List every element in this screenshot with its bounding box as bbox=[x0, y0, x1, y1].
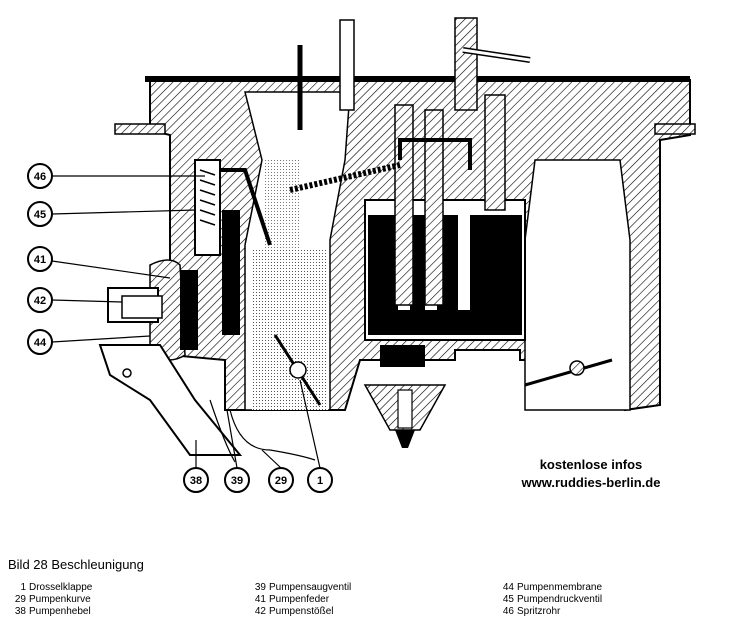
callout-38: 38 bbox=[183, 467, 209, 493]
legend-item-number: 29 bbox=[14, 594, 26, 605]
legend-item-number: 44 bbox=[502, 582, 514, 593]
legend-item-label: Pumpendruckventil bbox=[517, 594, 603, 605]
legend-item-label: Pumpenfeder bbox=[269, 594, 330, 605]
svg-text:39: 39 bbox=[231, 475, 243, 487]
callout-39: 39 bbox=[224, 467, 250, 493]
legend-item-number: 39 bbox=[254, 582, 266, 593]
legend-item-number: 38 bbox=[14, 606, 26, 617]
figure-caption: Bild 28 Beschleunigung bbox=[8, 557, 144, 572]
callout-42: 42 bbox=[27, 287, 53, 313]
svg-text:38: 38 bbox=[190, 475, 202, 487]
pump-curve-lines bbox=[209, 399, 316, 463]
accelerator-pump bbox=[107, 159, 240, 361]
legend-item-label: Pumpenkurve bbox=[29, 594, 91, 605]
svg-text:44: 44 bbox=[34, 337, 47, 349]
legend-item-label: Pumpensaugventil bbox=[269, 582, 352, 593]
float-chamber bbox=[364, 199, 526, 341]
svg-text:1: 1 bbox=[317, 475, 323, 487]
legend-item-number: 1 bbox=[20, 582, 26, 593]
callout-44: 44 bbox=[27, 329, 53, 355]
callout-45: 45 bbox=[27, 201, 53, 227]
svg-text:46: 46 bbox=[34, 171, 46, 183]
watermark: kostenlose infos www.ruddies-berlin.de bbox=[486, 456, 696, 492]
watermark-line-2: www.ruddies-berlin.de bbox=[521, 475, 661, 490]
legend-item-label: Drosselklappe bbox=[29, 582, 93, 593]
throttle-valve bbox=[273, 334, 322, 406]
legend-item-number: 42 bbox=[254, 606, 266, 617]
svg-text:45: 45 bbox=[34, 209, 46, 221]
legend-item-label: Pumpenstößel bbox=[269, 606, 334, 617]
choke-tower bbox=[297, 17, 531, 130]
legend-item-label: Pumpenhebel bbox=[29, 606, 91, 617]
svg-text:29: 29 bbox=[275, 475, 287, 487]
leader-lines bbox=[51, 175, 321, 469]
callout-46: 46 bbox=[27, 163, 53, 189]
venturi bbox=[244, 91, 351, 411]
pump-lever bbox=[98, 344, 243, 456]
svg-text:41: 41 bbox=[34, 254, 46, 266]
legend-item-label: Pumpenmembrane bbox=[517, 582, 603, 593]
svg-text:42: 42 bbox=[34, 295, 46, 307]
callouts: 46 45 41 42 44 38 39 29 bbox=[27, 163, 333, 493]
callout-29: 29 bbox=[268, 467, 294, 493]
callout-1: 1 bbox=[307, 467, 333, 493]
legend-item-number: 45 bbox=[502, 594, 514, 605]
legend-item-label: Spritzrohr bbox=[517, 606, 561, 617]
right-barrel bbox=[524, 159, 631, 411]
needle-valve bbox=[363, 345, 447, 448]
legend-item-number: 41 bbox=[254, 594, 266, 605]
legend-item-number: 46 bbox=[502, 606, 514, 617]
watermark-line-1: kostenlose infos bbox=[539, 457, 643, 472]
carburetor-cross-section-drawing: 46 45 41 42 44 38 39 29 bbox=[27, 17, 696, 493]
callout-41: 41 bbox=[27, 246, 53, 272]
